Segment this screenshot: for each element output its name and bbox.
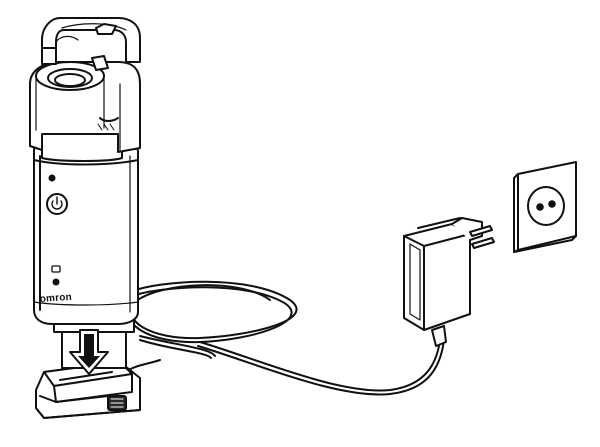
wall-outlet-icon [513,161,577,253]
ac-adapter-icon [403,217,495,347]
power-button[interactable] [46,193,68,215]
nebulizer-body: omron [29,17,141,369]
battery-indicator-icon [51,265,61,286]
power-icon [51,196,63,210]
power-cable [125,280,445,396]
cap-handle[interactable] [41,17,141,71]
brand-logo: omron [39,292,72,305]
insert-arrow-icon [69,329,109,375]
cradle-connector [107,395,127,411]
